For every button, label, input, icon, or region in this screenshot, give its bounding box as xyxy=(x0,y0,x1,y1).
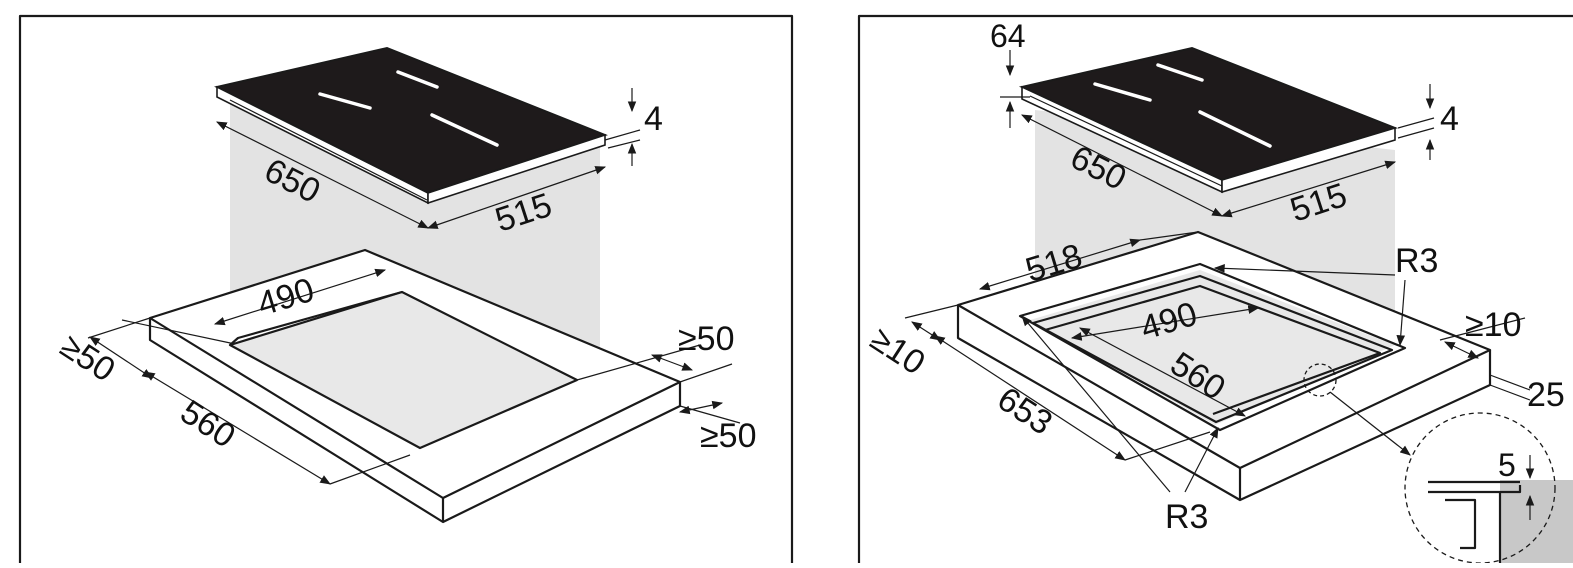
right-frame-height-label: 64 xyxy=(990,18,1026,54)
left-hob-thickness-label: 4 xyxy=(644,100,663,138)
right-hob-thickness-label: 4 xyxy=(1440,100,1459,138)
left-front-clearance-label: ≥50 xyxy=(54,327,122,390)
detail-marker xyxy=(1303,363,1337,397)
left-side-clearance-label: ≥50 xyxy=(678,320,734,358)
magnifier-detail-icon xyxy=(1404,412,1573,564)
right-dimension-lines xyxy=(904,50,1531,493)
left-countertop xyxy=(148,248,682,524)
left-panel-frame xyxy=(18,14,794,563)
right-top-radius-label: R3 xyxy=(1395,242,1438,280)
right-recess-depth-label: 25 xyxy=(1527,376,1565,414)
right-detail-depth-label: 5 xyxy=(1498,447,1516,483)
left-cutout-length-label: 560 xyxy=(174,393,242,456)
left-cutout-floor xyxy=(230,292,577,448)
left-panel: 650 515 4 490 ≥50 560 ≥50 ≥50 xyxy=(18,14,794,563)
left-burner-marks xyxy=(318,70,499,147)
right-front-clearance-label: ≥10 xyxy=(864,320,932,383)
right-panel: 64 650 515 4 518 R3 490 560 ≥10 653 ≥10 … xyxy=(857,14,1573,564)
right-bottom-radius-label: R3 xyxy=(1165,498,1208,536)
right-side-clearance-label: ≥10 xyxy=(1465,306,1521,344)
right-panel-frame xyxy=(857,14,1573,563)
left-rear-clearance-label: ≥50 xyxy=(700,417,756,455)
left-dimension-lines xyxy=(87,88,741,485)
